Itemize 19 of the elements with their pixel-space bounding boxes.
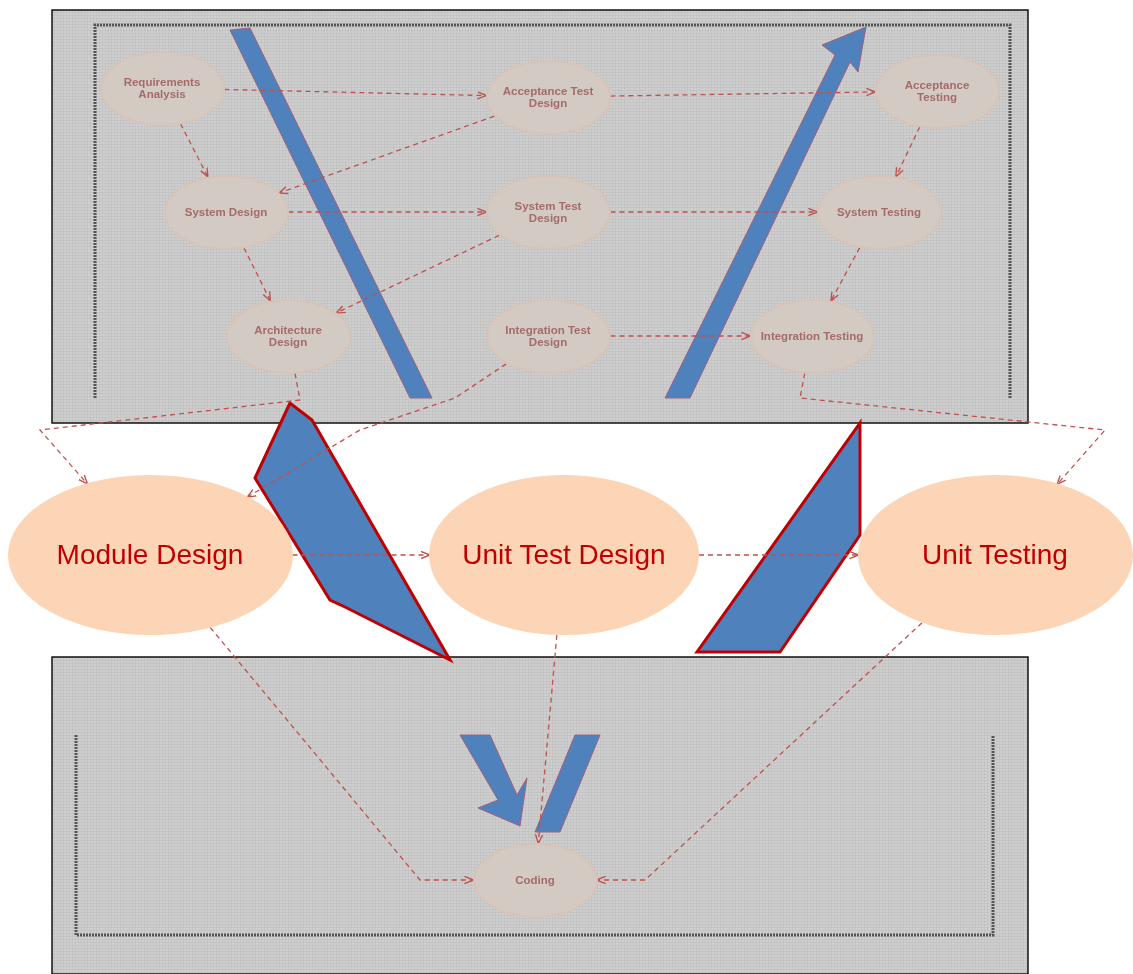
dashed-arrow [799,372,1107,486]
node-label: Requirements Analysis [122,76,202,100]
node-label: Unit Testing [921,537,1069,572]
node-label: Acceptance Testing [903,79,971,103]
node-label: Acceptance Test Design [501,85,595,109]
node-label: Unit Test Design [461,537,667,572]
dashed-arrow [246,363,507,498]
node-label: System Testing [835,206,923,218]
dashed-arrow [291,550,431,560]
dashed-arrow [38,372,301,485]
dashed-arrow [335,234,500,314]
node-label: Integration Test Design [504,324,592,348]
node-label: Integration Testing [759,330,865,342]
node-label: Module Design [55,537,245,572]
node-label: System Test Design [513,200,583,224]
node-label: Coding [514,874,556,886]
dashed-arrow [534,634,558,845]
node-label: System Design [183,206,269,218]
node-label: Architecture Design [253,324,323,348]
